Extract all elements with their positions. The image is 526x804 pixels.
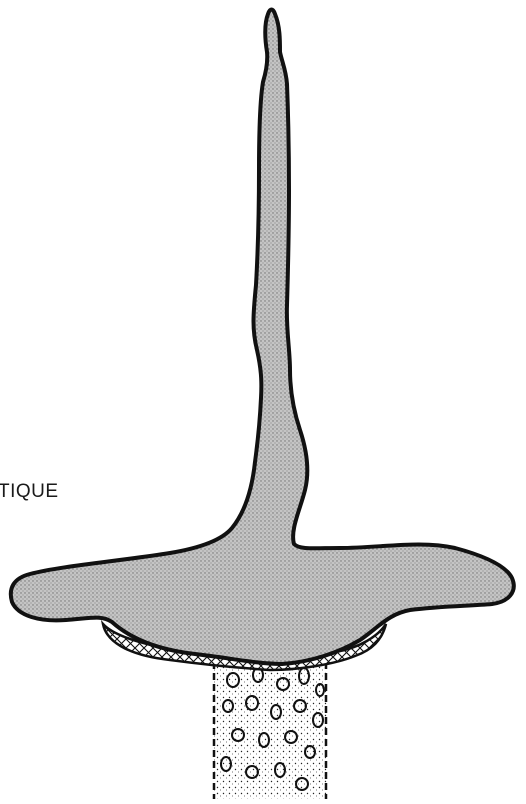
partial-label-text: TIQUE [0,481,59,503]
cell-body [11,10,514,665]
base-column [213,662,327,799]
